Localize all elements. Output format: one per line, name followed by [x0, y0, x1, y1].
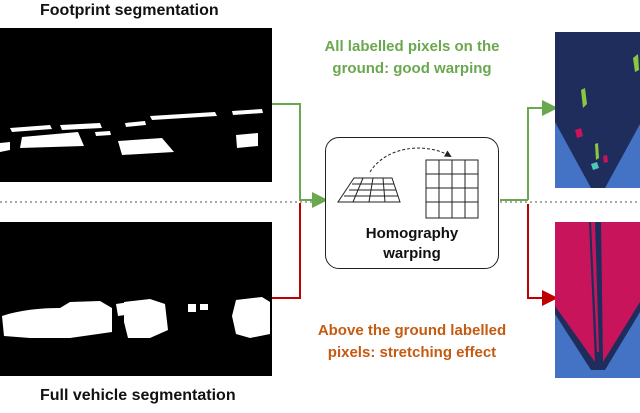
- stretching-effect-caption-line1: Above the ground labelled: [317, 322, 507, 339]
- full-vehicle-mask-image: [0, 222, 272, 376]
- warp-curved-arrow: [369, 147, 452, 173]
- full-vehicle-segmentation-label: Full vehicle segmentation: [40, 387, 236, 404]
- homography-warping-box: Homography warping: [325, 137, 499, 269]
- bev-stretching-image: [555, 222, 640, 378]
- full-vehicle-mask-shapes: [2, 297, 270, 338]
- red-input-arrow: [272, 203, 301, 299]
- bev-good-warping-image: [555, 32, 640, 188]
- stretching-effect-caption: Above the ground labelled pixels: stretc…: [302, 320, 522, 364]
- bev-good-shapes: [555, 32, 640, 188]
- footprint-segmentation-label: Footprint segmentation: [40, 2, 219, 19]
- stretching-effect-caption-line2: pixels: stretching effect: [327, 344, 497, 361]
- rectified-grid: [425, 159, 479, 219]
- footprint-mask-image: [0, 28, 272, 182]
- good-warping-caption: All labelled pixels on the ground: good …: [306, 36, 518, 80]
- green-input-arrow: [272, 103, 328, 208]
- warping-illustration: [337, 147, 479, 219]
- warp-title-line1: Homography: [365, 225, 459, 242]
- red-output-arrow: [527, 204, 558, 306]
- good-warping-caption-line2: ground: good warping: [332, 60, 492, 77]
- warp-title-line2: warping: [383, 245, 441, 262]
- green-output-arrow: [527, 100, 558, 200]
- perspective-grid: [337, 177, 401, 203]
- footprint-mask-shapes: [0, 109, 263, 155]
- homography-warping-title: Homography warping: [326, 224, 498, 264]
- good-warping-caption-line1: All labelled pixels on the: [324, 38, 500, 55]
- bev-stretching-shapes: [555, 222, 640, 378]
